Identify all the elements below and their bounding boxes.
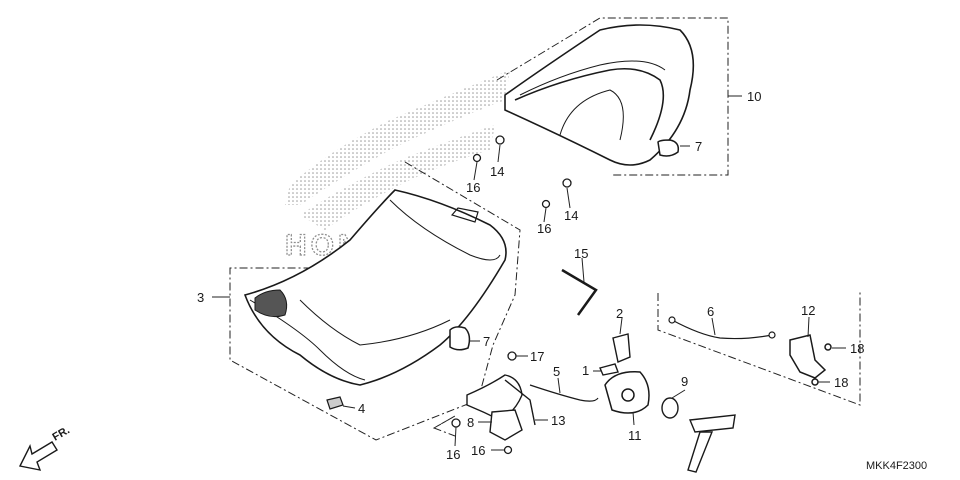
callout-16-upper: 16 xyxy=(466,180,480,195)
callout-14-upper: 14 xyxy=(490,164,504,179)
callout-2: 2 xyxy=(616,306,623,321)
callout-13: 13 xyxy=(551,413,565,428)
callout-16-lower: 16 xyxy=(537,221,551,236)
callout-7-lower: 7 xyxy=(483,334,490,349)
main-seat xyxy=(243,189,507,386)
callout-18-lower: 18 xyxy=(834,375,848,390)
leader-14a xyxy=(497,144,501,163)
leader-2 xyxy=(619,317,623,335)
cushion-7-lower xyxy=(449,326,471,351)
leader-5 xyxy=(557,377,561,394)
seat-cowl-group-boundary xyxy=(496,17,729,176)
callout-18-upper: 18 xyxy=(850,341,864,356)
cable-bracket-group-boundary xyxy=(657,290,861,406)
callout-14-lower: 14 xyxy=(564,208,578,223)
callout-8: 8 xyxy=(467,415,474,430)
leader-16b xyxy=(543,207,547,223)
callout-4: 4 xyxy=(358,401,365,416)
fastener-group-lines xyxy=(432,415,456,437)
leader-11 xyxy=(632,411,635,426)
callout-16-bolt: 16 xyxy=(471,443,485,458)
callout-11: 11 xyxy=(628,428,642,443)
seat-lock-assembly xyxy=(466,374,536,441)
catalog-code: MKK4F2300 xyxy=(866,460,927,472)
callout-6: 6 xyxy=(707,304,714,319)
callout-16-washer: 16 xyxy=(446,447,460,462)
callout-7-upper: 7 xyxy=(695,139,702,154)
leader-16a xyxy=(473,161,478,181)
callout-10: 10 xyxy=(747,89,761,104)
leader-14b xyxy=(566,187,571,209)
leader-15 xyxy=(581,257,585,283)
leader-16c xyxy=(454,426,457,447)
seat-rubber-4 xyxy=(326,396,344,410)
callout-3: 3 xyxy=(197,290,204,305)
leader-9 xyxy=(671,389,686,399)
leader-12 xyxy=(807,316,810,338)
leader-4 xyxy=(342,405,356,409)
front-direction-indicator: FR. xyxy=(18,424,72,471)
washers-and-bolts xyxy=(451,135,572,455)
callout-5: 5 xyxy=(553,364,560,379)
callout-1: 1 xyxy=(582,363,589,378)
cushion-7-upper xyxy=(657,139,680,157)
seat-bracket-12 xyxy=(789,334,832,386)
callout-labels: 10 7 14 16 14 16 15 3 2 6 12 7 18 17 1 5… xyxy=(197,89,864,462)
seat-cable-6 xyxy=(668,316,776,340)
seat-lock-cable xyxy=(529,384,599,402)
key-cylinder-cover-1 xyxy=(599,363,619,376)
hex-wrench-15 xyxy=(561,268,598,316)
front-arrow-icon xyxy=(18,441,58,471)
rear-seat-cowl xyxy=(504,24,695,166)
callout-17: 17 xyxy=(530,349,544,364)
callout-12: 12 xyxy=(801,303,815,318)
leader-6 xyxy=(711,317,716,336)
front-label: FR. xyxy=(51,424,72,443)
callout-9: 9 xyxy=(681,374,688,389)
lock-stay-2 xyxy=(612,333,631,363)
key-set-9 xyxy=(661,397,736,473)
callout-15: 15 xyxy=(574,246,588,261)
key-cylinder-holder-11 xyxy=(604,371,650,414)
